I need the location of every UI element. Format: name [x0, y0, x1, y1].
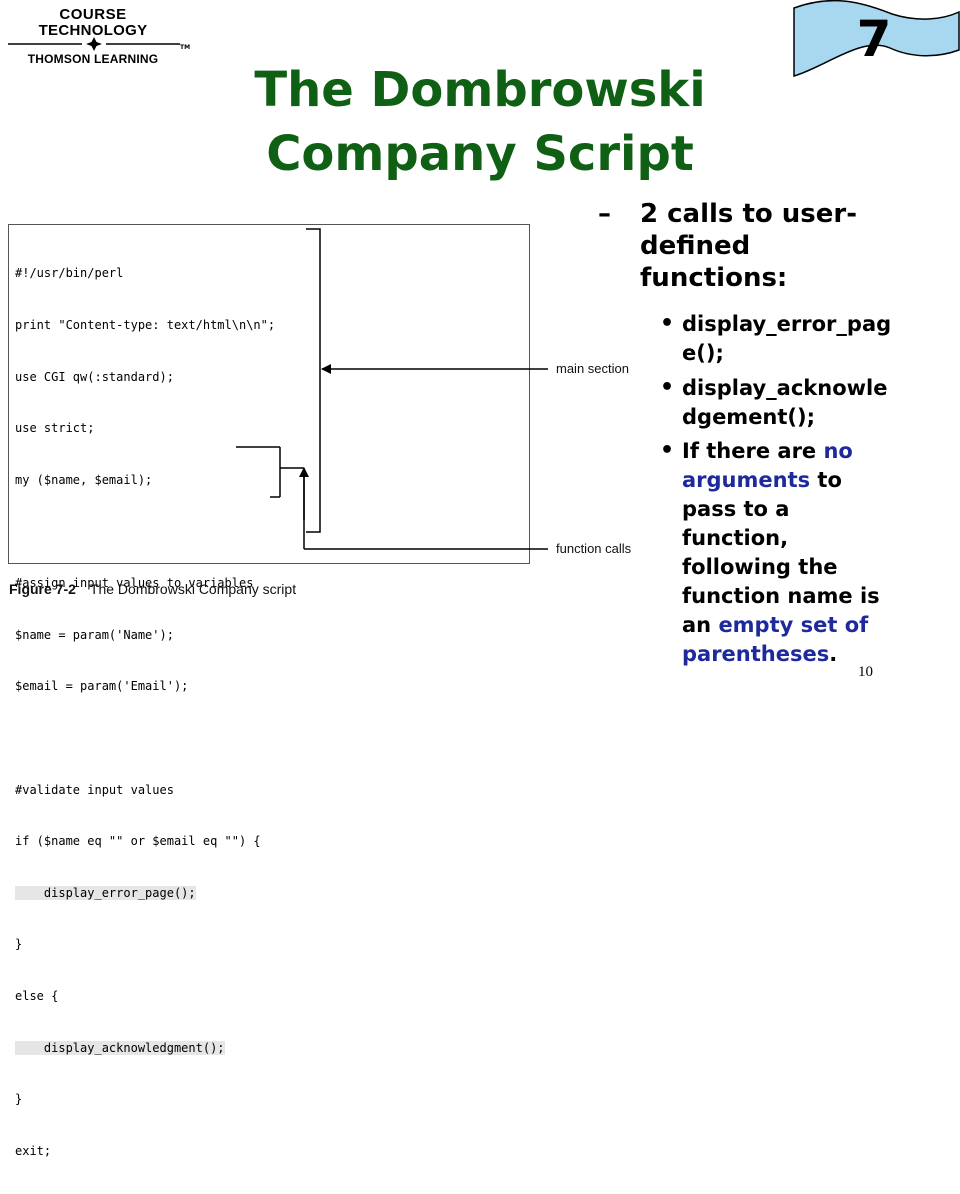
item-line: e(); [682, 341, 724, 365]
bullet-dot: • [660, 375, 675, 400]
logo-line-thomson: THOMSON LEARNING [27, 52, 159, 66]
figure-text: The Dombrowski Company script [89, 581, 297, 597]
slide-title: The Dombrowski Company Script [180, 58, 780, 186]
bullet-dot: • [660, 311, 675, 336]
code-line: #assign input values to variables [15, 576, 254, 591]
bullet-dot: • [660, 438, 675, 463]
logo-star-icon [8, 37, 180, 51]
code-line: #validate input values [15, 782, 174, 797]
figure-caption: Figure 7-2 The Dombrowski Company script [9, 581, 296, 597]
logo-trademark: TM [180, 44, 191, 51]
bullet-heading: 2 calls to user- defined functions: [640, 198, 940, 294]
code-line: use CGI qw(:standard); [15, 369, 174, 384]
dash-bullet: – [598, 199, 611, 229]
code-line: } [15, 1092, 23, 1107]
code-line: #!/usr/bin/perl [15, 266, 124, 281]
code-line-highlighted: display_error_page(); [15, 885, 196, 900]
code-line: $name = param('Name'); [15, 627, 174, 642]
logo-line-course: COURSE [59, 6, 127, 23]
title-line-2: Company Script [266, 126, 694, 182]
item-line: display_error_pag [682, 312, 892, 336]
callout-lines [236, 228, 548, 550]
heading-line: defined [640, 231, 751, 261]
code-line [15, 730, 275, 747]
code-line: exit; [15, 1143, 52, 1158]
code-line: else { [15, 988, 59, 1003]
publisher-logo: COURSE TECHNOLOGY TM THOMSON LEARNING [8, 4, 198, 68]
function-calls-label: function calls [556, 541, 632, 556]
code-line: print "Content-type: text/html\n\n"; [15, 318, 276, 333]
code-line: use strict; [15, 421, 95, 436]
code-line: my ($name, $email); [15, 472, 153, 487]
code-line: if ($name eq "" or $email eq "") { [15, 834, 261, 849]
chapter-number: 7 [856, 10, 892, 68]
title-line-1: The Dombrowski [254, 62, 706, 118]
chapter-flag: 7 [792, 0, 960, 80]
logo-line-technology: TECHNOLOGY [38, 22, 148, 39]
code-line: $email = param('Email'); [15, 679, 189, 694]
flag-shape-icon [793, 0, 960, 78]
item-line: display_acknowle [682, 376, 888, 400]
main-section-bracket [306, 228, 321, 533]
code-line-highlighted: display_acknowledgment(); [15, 1040, 225, 1055]
heading-line: 2 calls to user- [640, 199, 858, 229]
heading-line: functions: [640, 263, 788, 293]
main-section-label: main section [556, 361, 629, 376]
figure-label: Figure 7-2 [9, 581, 76, 597]
item-line: dgement(); [682, 405, 816, 429]
page-number: 10 [858, 664, 873, 680]
code-line: } [15, 937, 23, 952]
